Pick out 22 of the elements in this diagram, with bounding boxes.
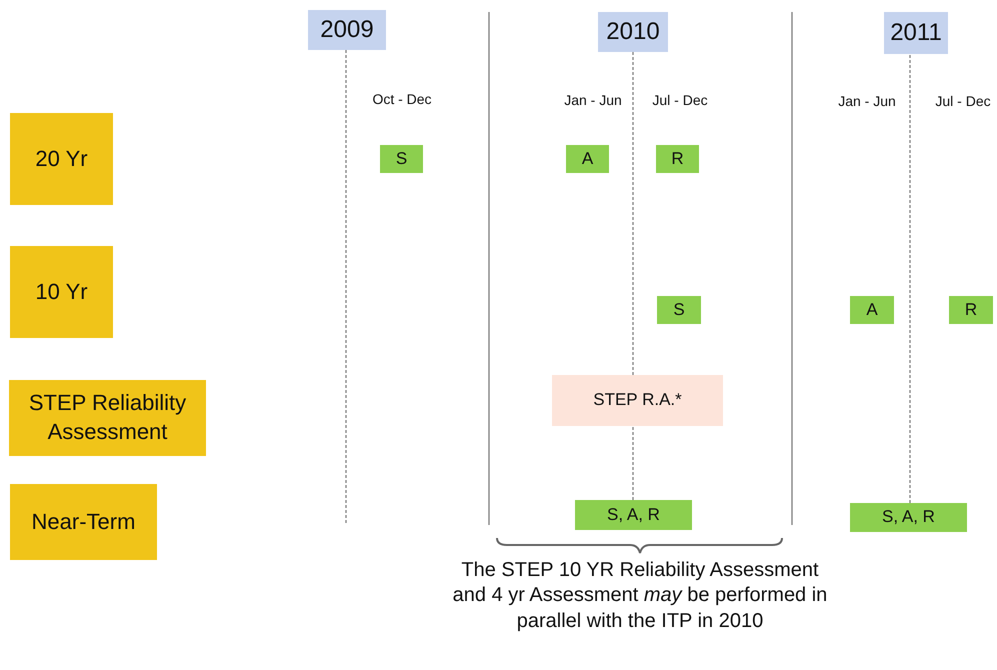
row-header: 10 Yr <box>10 246 113 338</box>
study-box: STEP R.A.* <box>552 375 723 426</box>
year-box: 2011 <box>884 12 948 54</box>
task-box: S <box>657 296 701 324</box>
row-header: 20 Yr <box>10 113 113 205</box>
row-header: STEP Reliability Assessment <box>9 380 206 456</box>
task-box: S, A, R <box>575 500 692 530</box>
year-box: 2009 <box>308 10 386 50</box>
task-box: R <box>656 145 699 173</box>
period-label: Jul - Dec <box>935 93 991 109</box>
task-box: S <box>380 145 423 173</box>
task-box: S, A, R <box>850 503 967 532</box>
period-label: Oct - Dec <box>372 91 432 107</box>
note-text: The STEP 10 YR Reliability Assessment and 4 yr Assessment may be performed in parallel with the ITP in 2010 <box>452 558 828 634</box>
year-box: 2010 <box>598 12 668 52</box>
period-label: Jan - Jun <box>838 93 896 109</box>
row-header: Near-Term <box>10 484 157 560</box>
task-box: R <box>949 296 993 324</box>
period-label: Jan - Jun <box>564 92 622 108</box>
period-label: Jul - Dec <box>652 92 708 108</box>
task-box: A <box>566 145 609 173</box>
task-box: A <box>850 296 894 324</box>
